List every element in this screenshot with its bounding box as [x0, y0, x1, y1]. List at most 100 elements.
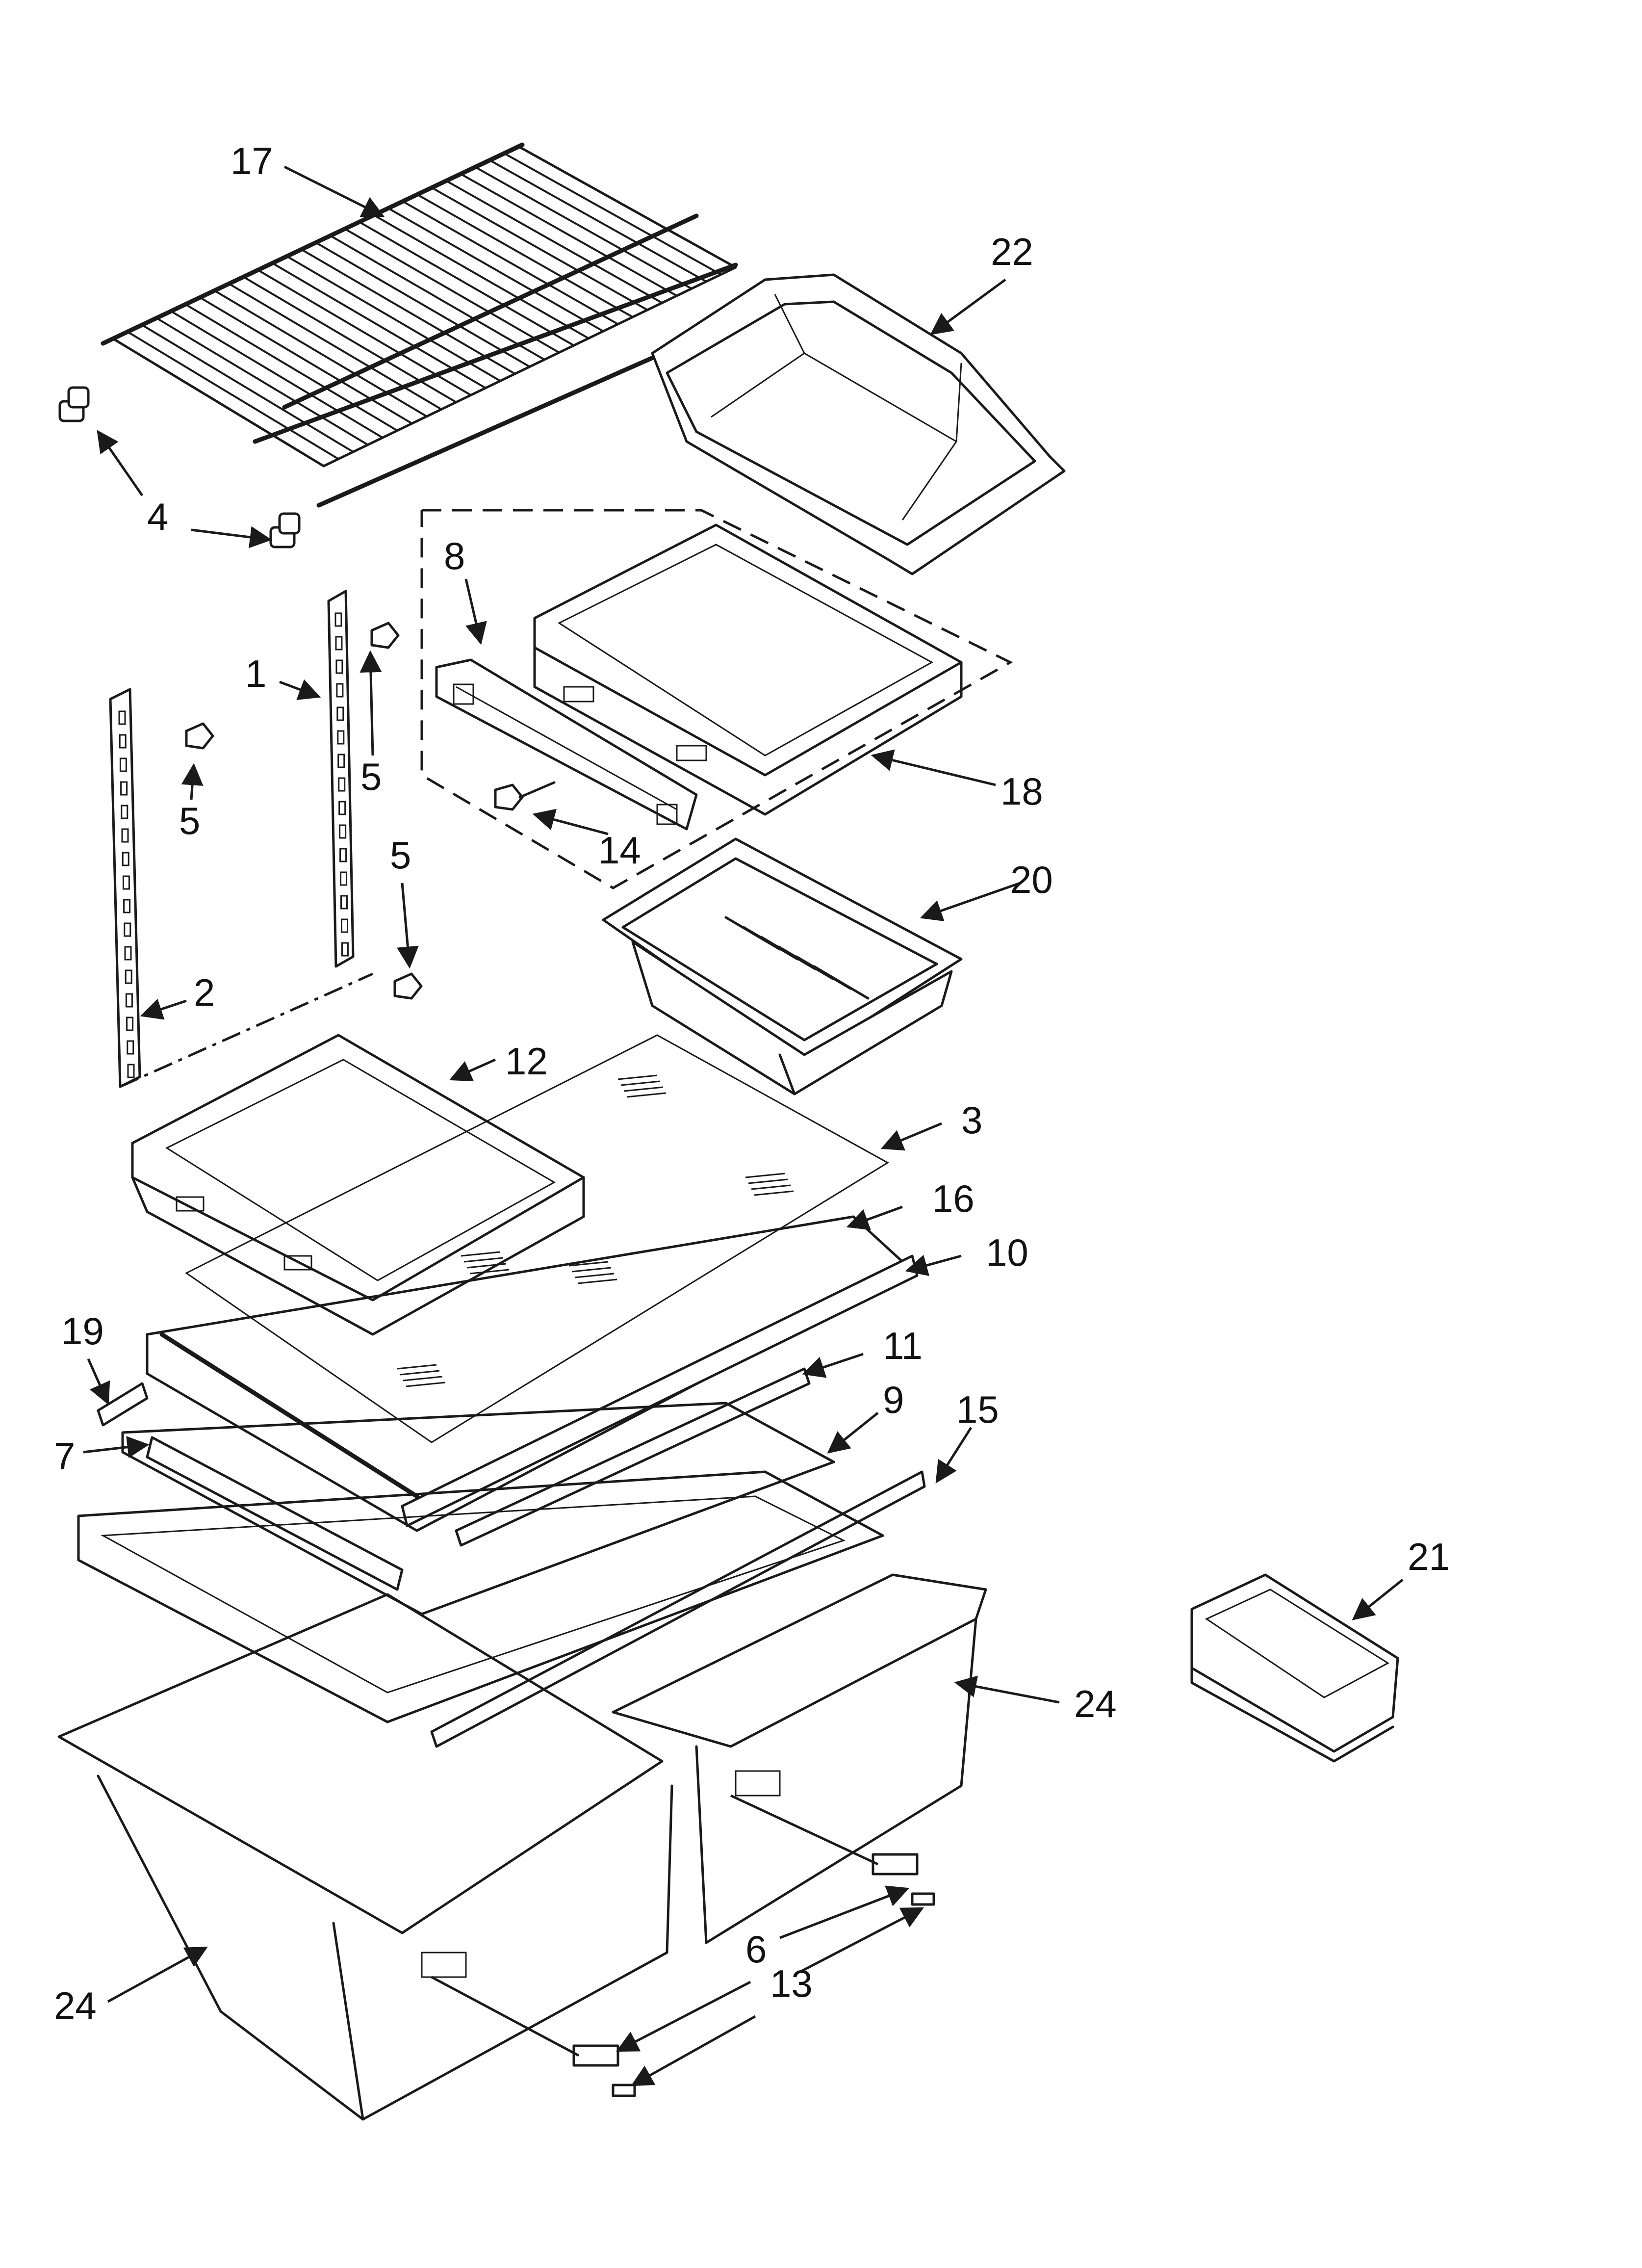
shelf-wire-rod [155, 317, 369, 446]
callout-9: 9 [883, 1378, 904, 1421]
ladder-slot [336, 683, 344, 698]
ladder-slot [124, 946, 132, 961]
callout-24-left: 24 [54, 1984, 97, 2027]
shelf-wire-rod [185, 303, 398, 432]
callout-10: 10 [986, 1231, 1028, 1274]
callout-11: 11 [883, 1324, 923, 1367]
glass-hatch [748, 1178, 788, 1184]
ladder-slot [122, 875, 130, 890]
shelf-wire-rod [243, 276, 457, 403]
shelf-end-cap-right [269, 512, 301, 548]
glass-hatch [571, 1267, 612, 1273]
ladder-slot [125, 993, 133, 1008]
callout-20: 20 [1010, 858, 1053, 901]
ladder-slot [118, 710, 126, 725]
shelf-wire-rod [199, 296, 413, 424]
shelf-wire-rod [403, 201, 618, 325]
shelf-wire-rod [272, 262, 487, 389]
shelf-wire-rod [388, 208, 604, 332]
shelf-wire-rod [141, 324, 354, 453]
callout-18: 18 [1001, 770, 1043, 813]
callout-7: 7 [54, 1434, 75, 1478]
ladder-slot [121, 805, 128, 819]
callout-2: 2 [194, 971, 215, 1014]
meat-pan [602, 837, 963, 1095]
callouts: 17 22 4 8 1 5 5 5 18 14 20 2 12 3 16 10 … [54, 139, 1450, 2027]
ladder-slot [338, 777, 346, 792]
glass-hatch [461, 1251, 501, 1257]
callout-5-bottom: 5 [390, 834, 411, 877]
glass-hatch [751, 1184, 791, 1190]
ladder-slot [337, 730, 345, 745]
shelf-wire-rod [286, 256, 501, 382]
shelf-wire-rod [417, 194, 633, 318]
shelf-wire-rod [461, 173, 677, 297]
shelf-wire-rod [315, 242, 531, 368]
ladder-slot [122, 852, 129, 866]
shelf-wire-rod [374, 214, 589, 339]
ladder-slot [335, 659, 343, 674]
shelf-wire-rod [127, 331, 339, 460]
shelf-wire-rod [229, 283, 442, 411]
shelf-trim-front [401, 1254, 919, 1527]
drawer-clip-right [911, 1892, 935, 1906]
shelf-wire-rod [432, 187, 648, 311]
callout-5-left: 5 [179, 799, 200, 842]
shelf-trim-rear [455, 1367, 811, 1547]
callout-24-right: 24 [1074, 1682, 1117, 1725]
cover-frame [121, 1402, 835, 1616]
callout-6: 6 [745, 1928, 767, 1971]
ladder-slot [127, 1040, 134, 1055]
ladder-screw-bottom [393, 972, 423, 1000]
ladder-slot [339, 848, 347, 862]
shelf-wire-rod [170, 310, 384, 439]
drawer-cover [131, 1034, 585, 1336]
glass-hatch [623, 1086, 664, 1092]
crisper-drawer-left [57, 1593, 673, 2121]
shelf-wire-rod [505, 153, 721, 276]
ladder-slot [339, 824, 347, 839]
ladder-slot [121, 828, 129, 843]
callout-4: 4 [147, 495, 168, 538]
glass-hatch [406, 1382, 446, 1387]
callout-8: 8 [444, 534, 465, 577]
ladder-slot [337, 754, 345, 768]
glass-hatch [577, 1278, 617, 1284]
door-bin [1190, 1573, 1399, 1763]
glass-shelf [185, 1034, 889, 1443]
callout-15: 15 [956, 1388, 999, 1431]
callout-13: 13 [770, 1962, 813, 2005]
glass-hatch [626, 1092, 667, 1098]
callout-12: 12 [505, 1040, 548, 1083]
ladder-slot [340, 918, 348, 933]
rail-screw [494, 781, 556, 811]
shelf-ladder-left [109, 688, 141, 1088]
ladder-slot [341, 942, 349, 957]
ladder-screw-left [185, 722, 214, 750]
callout-16: 16 [932, 1177, 975, 1220]
drawer-handle-right [872, 1853, 919, 1876]
glass-hatch [574, 1273, 615, 1278]
ladder-slot [119, 734, 127, 749]
ladder-slot [334, 612, 342, 627]
ladder-slot [338, 801, 346, 815]
crisper-frame [77, 1470, 884, 1723]
ladder-slot [124, 922, 131, 937]
wire-shelf [101, 142, 743, 508]
glass-hatch [745, 1173, 785, 1178]
callout-5-top: 5 [360, 755, 382, 798]
drawer-handle-left [572, 2044, 619, 2067]
shelf-wire-rod [359, 221, 574, 346]
shelf-wire-rod [214, 289, 428, 417]
shelf-wire-rod [301, 249, 516, 375]
ladder-slot [119, 757, 127, 772]
deli-tray [651, 273, 1066, 575]
shelf-wire-rod [446, 180, 663, 304]
shelf-wire-rod [345, 228, 560, 354]
lower-trim-strip [430, 1470, 926, 1748]
ladder-slot [335, 636, 343, 651]
glass-hatch [469, 1269, 510, 1275]
ladder-slot [123, 899, 131, 913]
callout-19: 19 [61, 1309, 104, 1353]
